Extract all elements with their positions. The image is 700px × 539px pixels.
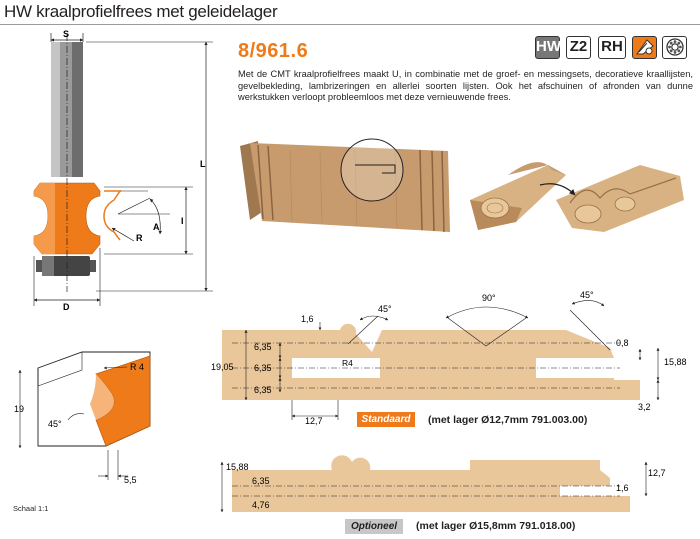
- std-radius: R4: [342, 358, 353, 368]
- std-dim-b: 6,35: [254, 363, 272, 373]
- title-divider: [0, 24, 700, 25]
- block-diagram: R 4 19 45° 5,5: [14, 351, 151, 485]
- std-width: 12,7: [305, 416, 323, 426]
- moulding-illustration: [470, 162, 684, 232]
- wood-panel-illustration: [240, 138, 450, 233]
- opt-right-height: 12,7: [648, 468, 666, 478]
- scale-label: Schaal 1:1: [13, 504, 49, 513]
- standard-label: Standaard: [357, 412, 415, 427]
- page-title: HW kraalprofielfrees met geleidelager: [4, 2, 278, 21]
- std-dim-top: 1,6: [301, 314, 314, 324]
- dim-length: L: [200, 159, 206, 169]
- std-right-small: 0,8: [616, 338, 629, 348]
- dim-radius: R: [136, 233, 143, 243]
- rh-badge: RH: [598, 36, 626, 59]
- optional-label: Optioneel: [345, 519, 403, 534]
- hw-badge: HW: [535, 36, 561, 59]
- z2-badge: Z2: [566, 36, 591, 59]
- bearing-icon: [662, 36, 687, 59]
- dim-shank: S: [63, 29, 69, 39]
- router-bit-drawing: S L I R A D: [33, 29, 213, 312]
- block-height: 19: [14, 404, 24, 414]
- std-angle-mid: 90°: [482, 293, 496, 303]
- std-dim-a: 6,35: [254, 342, 272, 352]
- dim-height: I: [181, 216, 184, 226]
- dim-diameter: D: [63, 302, 70, 312]
- std-angle-left: 45°: [378, 304, 392, 314]
- optional-note: (met lager Ø15,8mm 791.018.00): [416, 520, 576, 532]
- std-right-bottom: 3,2: [638, 402, 651, 412]
- profile-optional: 15,88 6,35 4,76 12,7 1,6: [220, 455, 666, 513]
- bearing-cutter-icon: [632, 36, 657, 59]
- std-angle-right: 45°: [580, 290, 594, 300]
- dim-angle: A: [153, 222, 160, 232]
- opt-right-small: 1,6: [616, 483, 629, 493]
- opt-height: 15,88: [226, 462, 249, 472]
- opt-dim-a: 6,35: [252, 476, 270, 486]
- std-dim-c: 6,35: [254, 385, 272, 395]
- profile-standard: 1,6 45° 90° 45° R4 19,05 6,35 6,35 6,35 …: [211, 290, 687, 426]
- product-description: Met de CMT kraalprofielfrees maakt U, in…: [238, 69, 693, 103]
- product-code: 8/961.6: [238, 40, 309, 62]
- standard-note: (met lager Ø12,7mm 791.003.00): [428, 414, 588, 426]
- block-angle: 45°: [48, 419, 62, 429]
- std-right-height: 15,88: [664, 357, 687, 367]
- block-offset: 5,5: [124, 475, 137, 485]
- block-radius: R 4: [130, 362, 144, 372]
- std-height: 19,05: [211, 362, 234, 372]
- opt-dim-b: 4,76: [252, 500, 270, 510]
